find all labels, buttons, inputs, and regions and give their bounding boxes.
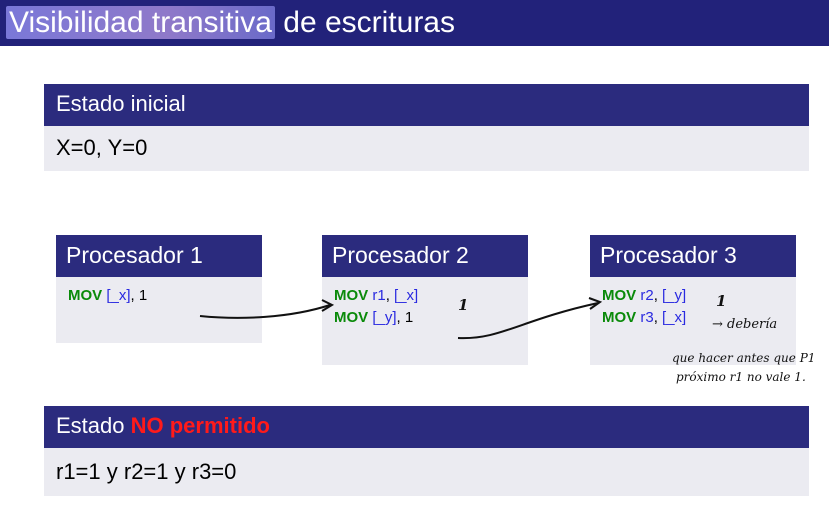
handwritten-one: 1 (716, 292, 726, 310)
processor-2-header: Procesador 2 (322, 235, 528, 277)
code-line: MOV [_x], 1 (68, 287, 148, 304)
processor-1-title: Procesador 1 (66, 242, 203, 268)
forbidden-state-heading: Estado NO permitido (56, 413, 270, 438)
forbidden-state-header: Estado NO permitido (44, 406, 809, 448)
processor-3-title: Procesador 3 (600, 242, 737, 268)
title-highlight: Visibilidad transitiva (6, 6, 275, 39)
forbidden-state-body: r1=1 y r2=1 y r3=0 (44, 448, 809, 496)
handwritten-note-line: próximo r1 no vale 1. (676, 370, 806, 384)
forbidden-state-value: r1=1 y r2=1 y r3=0 (56, 459, 237, 484)
slide-title: Visibilidad transitiva de escrituras (6, 4, 455, 42)
arrowhead-icon (321, 299, 335, 312)
initial-state-heading: Estado inicial (56, 91, 186, 116)
initial-state-header: Estado inicial (44, 84, 809, 126)
processor-3-header: Procesador 3 (590, 235, 796, 277)
initial-state-value: X=0, Y=0 (56, 135, 148, 160)
handwritten-one: 1 (458, 296, 468, 314)
arrowhead-icon (588, 297, 603, 310)
code-line: MOV r3, [_x] (602, 309, 687, 326)
title-rest: de escrituras (274, 6, 455, 39)
arrow-p1-to-p2 (199, 304, 331, 319)
initial-state-body: X=0, Y=0 (44, 126, 809, 171)
forbidden-emphasis: NO permitido (130, 413, 270, 438)
handwritten-note-line: que hacer antes que P1 (672, 351, 815, 365)
code-line: MOV [_y], 1 (334, 309, 414, 326)
arrow-p2-to-p3 (457, 302, 599, 340)
processor-2-body: MOV r1, [_x] MOV [_y], 1 (322, 277, 528, 365)
code-line: MOV r2, [_y] (602, 287, 687, 304)
handwritten-note-line: → debería (712, 317, 777, 332)
processor-1-body: MOV [_x], 1 (56, 277, 262, 343)
processor-2-title: Procesador 2 (332, 242, 469, 268)
code-line: MOV r1, [_x] (334, 287, 419, 304)
processor-3-body: MOV r2, [_y] MOV r3, [_x] (590, 277, 796, 365)
processor-1-header: Procesador 1 (56, 235, 262, 277)
